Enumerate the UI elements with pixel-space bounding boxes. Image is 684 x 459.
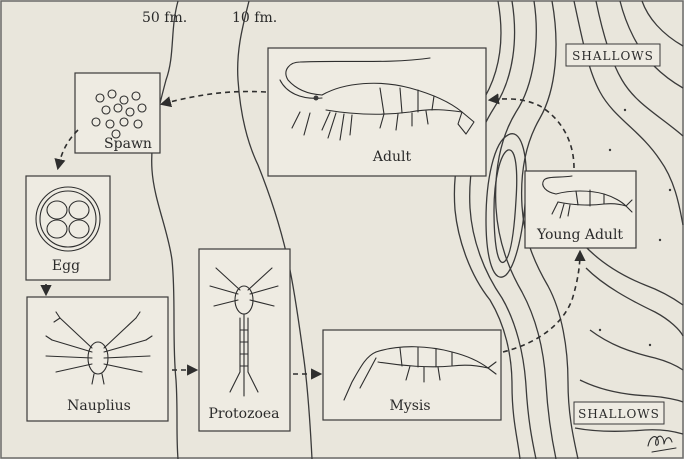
arrow-mysis-to-young-adult [503,252,580,352]
stage-spawn: Spawn [75,73,160,153]
mysis-label: Mysis [389,398,430,414]
shallows-label-bottom: SHALLOWS [578,407,660,421]
nauplius-label: Nauplius [67,398,131,414]
protozoea-label: Protozoea [208,406,279,422]
egg-label: Egg [52,258,80,274]
spawn-label: Spawn [104,136,152,152]
stage-adult: Adult [268,48,486,176]
stage-egg: Egg [26,176,110,280]
depth-label-10: 10 fm. [232,10,277,26]
young-adult-label: Young Adult [536,227,623,243]
stage-nauplius: Nauplius [27,297,168,421]
stage-protozoea: Protozoea [199,249,290,431]
shallows-label-top: SHALLOWS [572,49,654,63]
adult-label: Adult [372,149,412,165]
stage-young-adult: Young Adult [525,171,636,248]
depth-label-50: 50 fm. [142,10,187,26]
arrow-adult-to-spawn [162,92,266,105]
stage-mysis: Mysis [323,330,501,420]
artist-signature [648,436,676,452]
